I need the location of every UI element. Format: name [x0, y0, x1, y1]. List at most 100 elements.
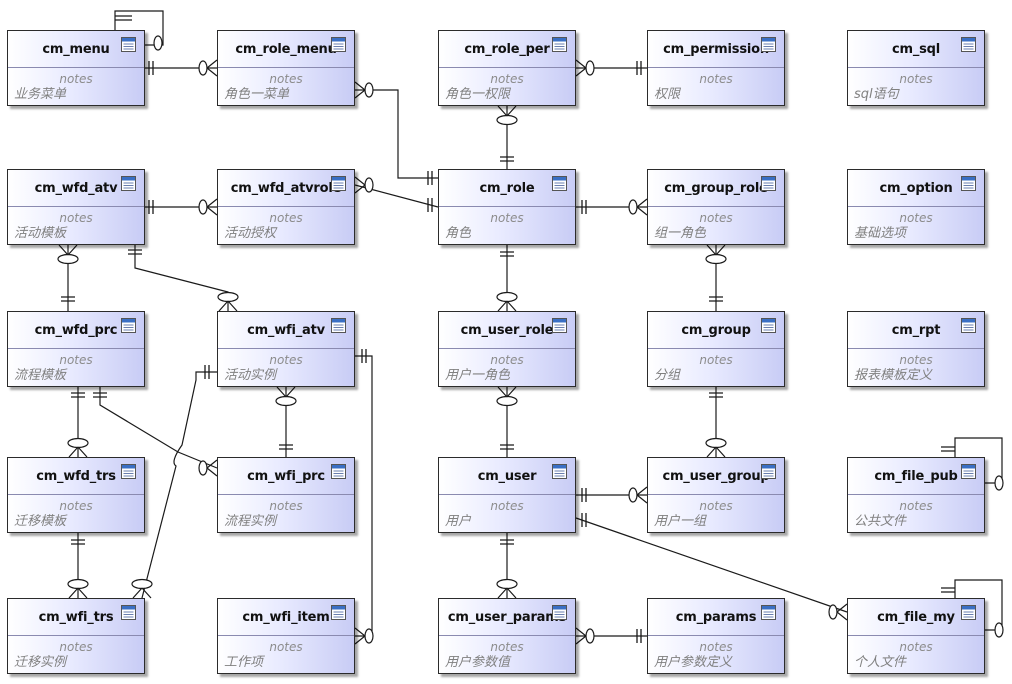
- zero-marker: [585, 628, 595, 644]
- entity-title: cm_group: [681, 323, 751, 338]
- entity-title: cm_user: [477, 469, 537, 484]
- entity-title: cm_role: [479, 181, 535, 196]
- entity-notes-label: notes: [699, 499, 733, 513]
- one-marker: [709, 296, 723, 302]
- entity-title: cm_wfd_atv: [34, 181, 118, 196]
- entity-notes-label: notes: [699, 640, 733, 654]
- entity-description: 迁移实例: [14, 655, 67, 670]
- entity-notes-label: notes: [269, 640, 303, 654]
- entity-description: 用户参数值: [445, 655, 511, 670]
- entity-notes-label: notes: [59, 211, 93, 225]
- entity-description: 公共文件: [854, 514, 907, 529]
- zero-marker: [153, 35, 163, 51]
- entity-description: 用户一角色: [445, 368, 511, 383]
- entity-description: 迁移模板: [14, 514, 67, 529]
- entity-notes-label: notes: [899, 353, 933, 367]
- one-marker: [427, 198, 433, 212]
- many-marker: [218, 300, 238, 312]
- table-icon: [121, 37, 136, 52]
- entity-divider: [8, 494, 144, 495]
- entity-description: 业务菜单: [14, 87, 67, 102]
- zero-marker: [828, 604, 838, 620]
- table-icon: [761, 176, 776, 191]
- one-marker: [361, 349, 367, 363]
- zero-marker: [496, 578, 518, 590]
- entity-title: cm_wfi_item: [242, 610, 330, 625]
- many-marker: [354, 627, 366, 645]
- entity-title: cm_sql: [891, 42, 941, 57]
- entity-notes-label: notes: [899, 211, 933, 225]
- entity-title: cm_user_group: [662, 469, 770, 484]
- entity-title: cm_wfd_atvrole: [230, 181, 342, 196]
- relationship-line: [99, 387, 218, 469]
- entity-title: cm_user_params: [447, 610, 567, 625]
- table-icon: [961, 37, 976, 52]
- entity-title: cm_file_my: [877, 610, 955, 625]
- one-marker: [128, 249, 142, 255]
- entity-description: 基础选项: [854, 226, 907, 241]
- many-marker: [575, 627, 587, 645]
- entity-divider: [218, 635, 354, 636]
- zero-marker: [67, 437, 89, 449]
- entity-divider: [8, 67, 144, 68]
- entity-description: 用户一组: [654, 514, 707, 529]
- entity-description: 分组: [654, 368, 681, 383]
- entity-notes-label: notes: [899, 640, 933, 654]
- zero-marker: [67, 578, 89, 590]
- entity-description: 报表模板定义: [854, 368, 933, 383]
- many-marker: [354, 176, 366, 194]
- one-marker: [61, 296, 75, 302]
- entity-notes-label: notes: [59, 640, 93, 654]
- entity-divider: [218, 494, 354, 495]
- zero-marker: [496, 291, 518, 303]
- one-marker: [115, 15, 132, 21]
- entity-title: cm_role_per: [464, 42, 550, 57]
- zero-marker: [496, 114, 518, 126]
- many-marker: [706, 446, 726, 458]
- many-marker: [68, 587, 88, 599]
- entity-divider: [648, 206, 784, 207]
- table-icon: [121, 176, 136, 191]
- entity-notes-label: notes: [269, 499, 303, 513]
- entity-title: cm_wfi_atv: [247, 323, 325, 338]
- zero-marker: [364, 82, 374, 98]
- entity-divider: [648, 348, 784, 349]
- many-marker: [497, 386, 517, 398]
- entity-description: 流程实例: [224, 514, 277, 529]
- table-icon: [552, 37, 567, 52]
- entity-divider: [439, 67, 575, 68]
- relationship-line: [355, 355, 373, 637]
- table-icon: [331, 464, 346, 479]
- one-marker: [581, 488, 587, 502]
- entity-description: 活动授权: [224, 226, 277, 241]
- entity-divider: [848, 348, 984, 349]
- many-marker: [132, 587, 152, 599]
- zero-marker: [57, 253, 79, 265]
